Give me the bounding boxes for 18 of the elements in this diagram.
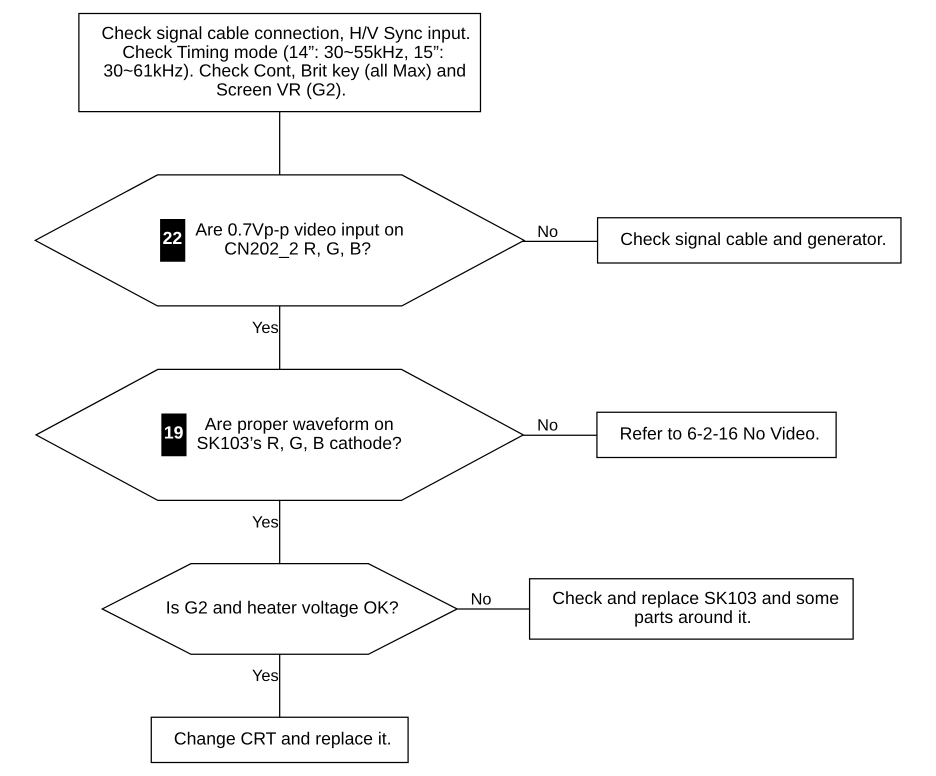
node-box: Check and replace SK103 and some parts around it. [528,578,854,640]
edge-label: Yes [252,514,279,532]
connector [279,112,280,175]
edge-label: Yes [252,667,279,686]
node-box: Check signal cable connection, H/V Sync input. Check Timing mode (14”: 30~55kHz, 15”: 30~61kHz). Check Cont, Brit key (all Max) and Screen VR (G2). [78,12,482,112]
node-box: Change CRT and replace it. [150,716,409,764]
edge-label: No [470,590,492,608]
connector [279,500,280,564]
connector [523,434,597,436]
edge-label: No [537,222,558,241]
connector [279,306,280,370]
node-box: Check signal cable and generator. [596,217,902,264]
edge-label: Yes [252,319,279,338]
connector [457,608,530,610]
node-box: Refer to 6-2-16 No Video. [596,412,837,458]
connector [522,240,598,242]
edge-label: No [537,416,558,435]
connector [279,654,280,717]
